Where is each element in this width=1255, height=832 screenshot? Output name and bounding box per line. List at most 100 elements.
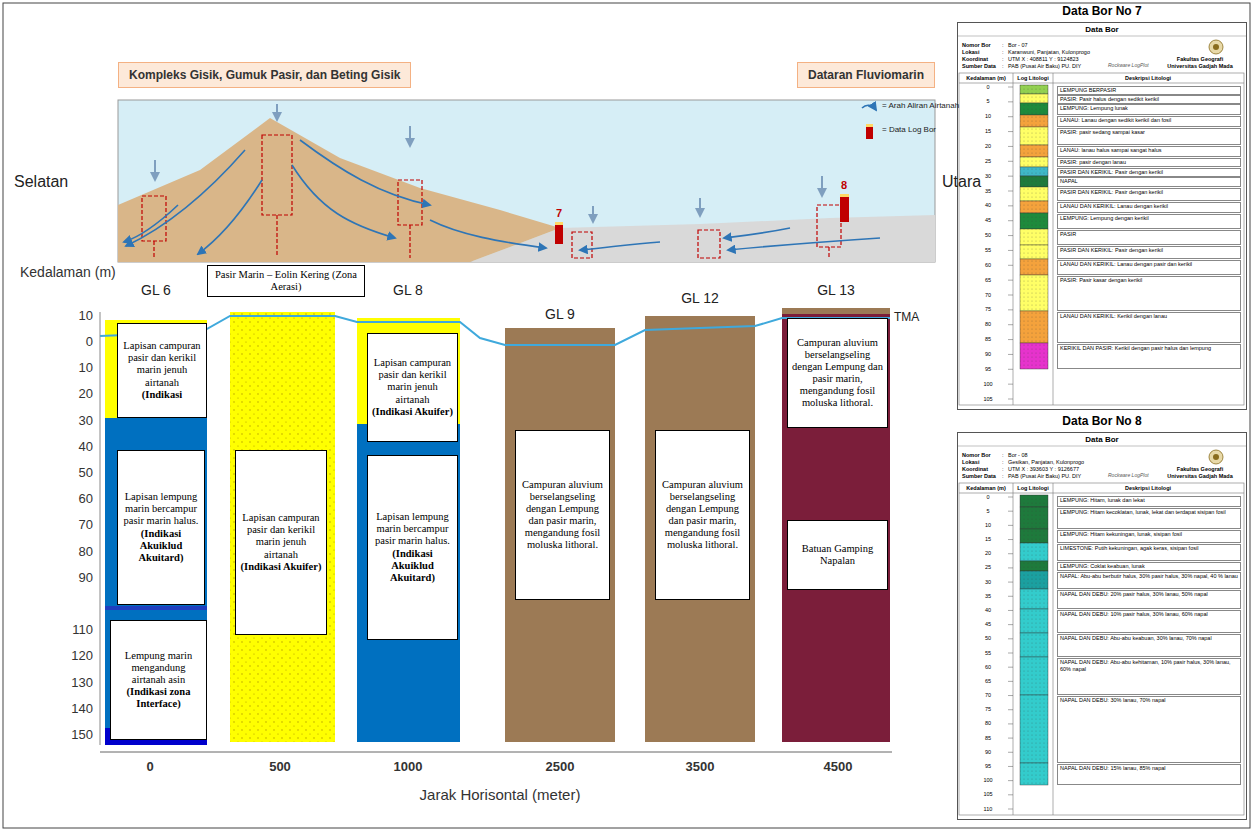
box-text: Campuran aluvium berselangseling dengan … — [791, 337, 884, 409]
lithology-texture — [1020, 695, 1048, 763]
tick — [1008, 596, 1013, 597]
header-box: Kompleks Gisik, Gumuk Pasir, dan Beting … — [118, 62, 411, 88]
lithology-layer — [1020, 589, 1048, 609]
lithology-texture — [1020, 543, 1048, 561]
box-note: (Indikasi — [121, 389, 203, 401]
well-label: GL 8 — [393, 282, 423, 298]
tick — [1008, 723, 1013, 724]
depth-tick: 60 — [985, 664, 991, 670]
logo — [1213, 454, 1219, 460]
depth-tick: 5 — [986, 98, 989, 104]
depth-tick: 5 — [986, 508, 989, 514]
lithology-description: LEMPUNG BERPASIR — [1057, 86, 1241, 95]
flow-arrow — [124, 205, 178, 242]
tick — [1008, 87, 1013, 88]
field-value: Bor - 08 — [1008, 452, 1028, 458]
lithology-layer — [1020, 103, 1048, 115]
lithology-layer — [1020, 115, 1048, 127]
institution: Fakultas Geografi — [1177, 56, 1223, 62]
depth-tick: 50 — [985, 232, 991, 238]
log-marker — [698, 230, 720, 258]
lithology-description: NAPAL DAN DEBU: Abu-abu keabuan, 30% lan… — [1057, 634, 1241, 657]
lithology-layer — [1020, 167, 1048, 176]
log-marker — [276, 215, 277, 256]
layer-box: Campuran aluvium berselangseling dengan … — [787, 318, 888, 428]
column-header: Kedalaman (m) — [966, 485, 1005, 491]
infiltration-arrow — [276, 104, 278, 120]
lithology-description: LANAU DAN KERIKIL: Lanau dengan kerikil — [1057, 202, 1241, 213]
lithology-description: LANAU: Lanau dengan sedikit kerikil dan … — [1057, 116, 1241, 127]
depth-tick: 30 — [985, 173, 991, 179]
layer-box: Pasir Marin – Eolin Kering (Zona Aerasi) — [207, 265, 365, 297]
lithology-texture — [1020, 176, 1048, 187]
depth-tick: 130 — [71, 676, 93, 691]
box-text: Lapisan lempung marin bercampur pasir ma… — [371, 511, 454, 547]
depth-tick: 90 — [985, 749, 991, 755]
lithology-texture — [1020, 85, 1048, 94]
lithology-texture — [1020, 561, 1048, 571]
lithology-layer — [1020, 657, 1048, 695]
lithology-texture — [1020, 589, 1048, 609]
rule — [1013, 483, 1014, 815]
field-value: Bor - 07 — [1008, 42, 1028, 48]
depth-tick: 70 — [985, 692, 991, 698]
water-table-label: TMA — [894, 311, 919, 325]
lithology-texture — [1020, 115, 1048, 127]
outer-frame — [3, 3, 1250, 828]
tick — [1008, 161, 1013, 162]
depth-tick: 0 — [986, 494, 989, 500]
field-colon: : — [1002, 56, 1004, 62]
lithology-description: NAPAL DAN DEBU: 30% lanau, 70% napal — [1057, 696, 1241, 763]
tick — [1008, 553, 1013, 554]
lithology-layer — [1020, 495, 1048, 507]
lithology-layer — [1020, 609, 1048, 633]
tick — [1008, 235, 1013, 236]
column-header: Log Litologi — [1017, 75, 1048, 81]
lithology-texture — [1020, 343, 1048, 369]
lithology-layer — [1020, 529, 1048, 543]
axis-title: Jarak Horisontal (meter) — [420, 786, 581, 803]
depth-tick: 95 — [985, 763, 991, 769]
lithology-description: LEMPUNG: Hitam kekuningan, lunak, sisipa… — [1057, 530, 1241, 543]
box-text: Lapisan lempung marin bercampur pasir ma… — [121, 491, 201, 527]
field-value: UTM X : 408811 Y : 9124823 — [1008, 56, 1079, 62]
field-colon: : — [1002, 459, 1004, 465]
lithology-description: PASIR — [1057, 230, 1241, 245]
depth-tick: 45 — [985, 621, 991, 627]
lithology-texture — [1020, 103, 1048, 115]
tick — [1008, 324, 1013, 325]
log-marker — [153, 241, 154, 258]
lithology-layer — [1020, 561, 1048, 571]
lithology-texture — [1020, 633, 1048, 657]
lithology-texture — [1020, 275, 1048, 311]
rule — [959, 83, 1244, 84]
tick — [1008, 511, 1013, 512]
well-label: GL 12 — [681, 290, 719, 306]
legend-arrow-sample — [862, 105, 876, 110]
depth-tick: 35 — [985, 188, 991, 194]
box-note: (Indikasi Akuiklud Akuitard) — [121, 528, 201, 564]
callout-number: 8 — [841, 179, 847, 192]
lithology-layer — [1020, 633, 1048, 657]
lithology-texture — [1020, 201, 1048, 213]
field-value: PAB (Pusat Air Baku) PU. DIY — [1008, 63, 1081, 69]
depth-tick: 75 — [985, 706, 991, 712]
tick — [1008, 191, 1013, 192]
depth-tick: 0 — [86, 335, 93, 350]
lithology-description: NAPAL — [1057, 177, 1241, 187]
lithology-description: NAPAL DAN DEBU: 15% lanau, 85% napal — [1057, 764, 1241, 785]
field-value: PAB (Pusat Air Baku) PU. DIY — [1008, 473, 1081, 479]
depth-tick: 100 — [983, 777, 992, 783]
depth-tick: 70 — [79, 518, 93, 533]
depth-tick: 90 — [985, 351, 991, 357]
flow-arrow — [580, 242, 660, 250]
depth-tick: 15 — [985, 536, 991, 542]
lithology-texture — [1020, 229, 1048, 245]
flow-arrow — [724, 228, 790, 238]
infiltration-arrows — [155, 104, 822, 222]
lithology-texture — [1020, 571, 1048, 589]
layer-box: Lapisan campuran pasir dan kerikil marin… — [235, 450, 327, 635]
field-colon: : — [1002, 42, 1004, 48]
box-note: (Indikasi Akuifer) — [371, 406, 454, 418]
tick — [1008, 752, 1013, 753]
